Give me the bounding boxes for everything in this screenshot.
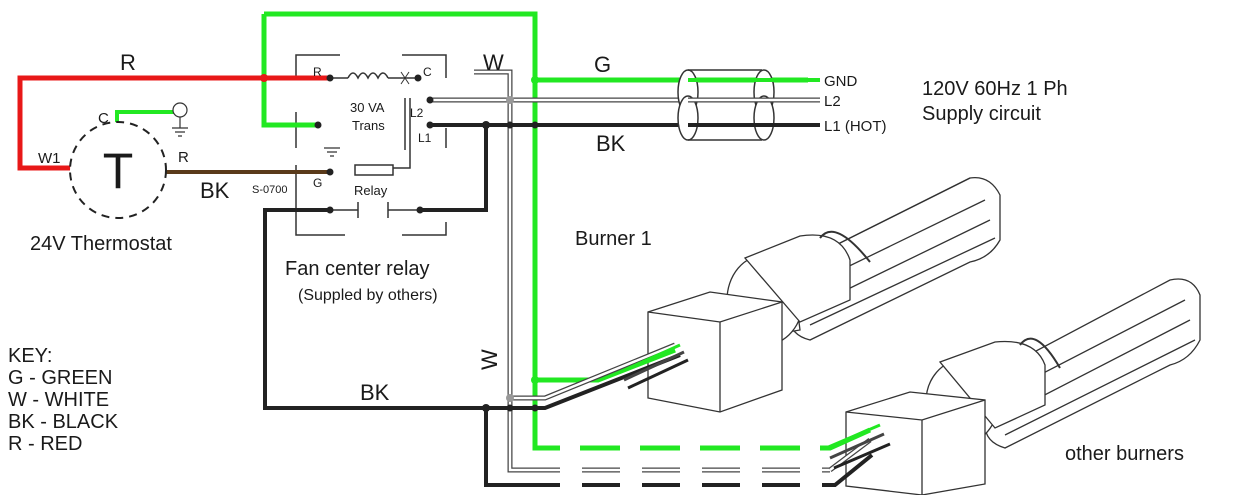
key-title: KEY:	[8, 345, 53, 367]
wire-red-r	[17, 75, 170, 171]
ground-symbol	[172, 102, 188, 137]
thermostat-t-label: T	[103, 143, 134, 199]
transformer-va-unit: VA	[368, 100, 385, 115]
other-burner-illustration	[845, 278, 1201, 495]
transformer	[324, 71, 418, 157]
relay	[330, 98, 420, 218]
supply-conductors	[688, 78, 820, 127]
thermostat-symbol: T C W1 R	[38, 110, 189, 219]
fan-center-subcaption: (Suppled by others)	[298, 287, 438, 304]
key-item-green: G - GREEN	[8, 367, 113, 389]
fan-center-term-l2: L2	[410, 106, 424, 120]
relay-label: Relay	[354, 183, 388, 198]
thermostat-c-label: C	[98, 110, 109, 127]
supply-title-line2: Supply circuit	[922, 103, 1041, 125]
thermostat-r-label: R	[178, 149, 189, 166]
transformer-va: 30 VA	[350, 100, 385, 115]
supply-l2-label: L2	[824, 93, 841, 110]
fan-center-box	[295, 54, 447, 236]
color-key: KEY: G - GREEN W - WHITE BK - BLACK R - …	[8, 345, 118, 455]
wire-green-drop	[261, 14, 318, 128]
burner-1-label: Burner 1	[575, 228, 652, 250]
wire-black	[263, 123, 874, 487]
wire-label-g: G	[594, 52, 611, 77]
transformer-label: Trans	[352, 118, 385, 133]
key-item-red: R - RED	[8, 433, 83, 455]
wire-label-bk-relay: BK	[200, 178, 230, 203]
wire-label-bk-bottom: BK	[360, 380, 390, 405]
wire-label-r: R	[120, 50, 136, 75]
other-burner-leads	[825, 423, 891, 470]
fan-center-term-l1: L1	[418, 131, 432, 145]
wire-label-bk-supply: BK	[596, 131, 626, 156]
thermostat-caption: 24V Thermostat	[30, 233, 172, 255]
wire-label-w-vertical: W	[477, 349, 502, 370]
supply-cable-sheath	[677, 69, 775, 141]
wire-green-c	[115, 110, 178, 125]
burner-1-leads	[619, 343, 689, 390]
junction-dots	[260, 74, 539, 412]
fan-center-term-c: C	[423, 65, 432, 79]
supply-gnd-label: GND	[824, 73, 858, 90]
other-burners-label: other burners	[1065, 443, 1184, 465]
fan-center-term-r: R	[313, 65, 322, 79]
burner-1-illustration	[647, 176, 1001, 413]
key-item-white: W - WHITE	[8, 389, 110, 411]
supply-title-line1: 120V 60Hz 1 Ph	[922, 78, 1068, 100]
thermostat-w1-label: W1	[38, 150, 61, 167]
supply-l1-label: L1 (HOT)	[824, 118, 887, 135]
wire-green-loop	[264, 11, 808, 83]
fan-center-term-g: G	[313, 176, 322, 190]
fan-center-caption: Fan center relay	[285, 258, 430, 280]
key-item-black: BK - BLACK	[8, 411, 119, 433]
wire-label-w: W	[483, 50, 504, 75]
fan-center-model: S-0700	[252, 184, 287, 196]
